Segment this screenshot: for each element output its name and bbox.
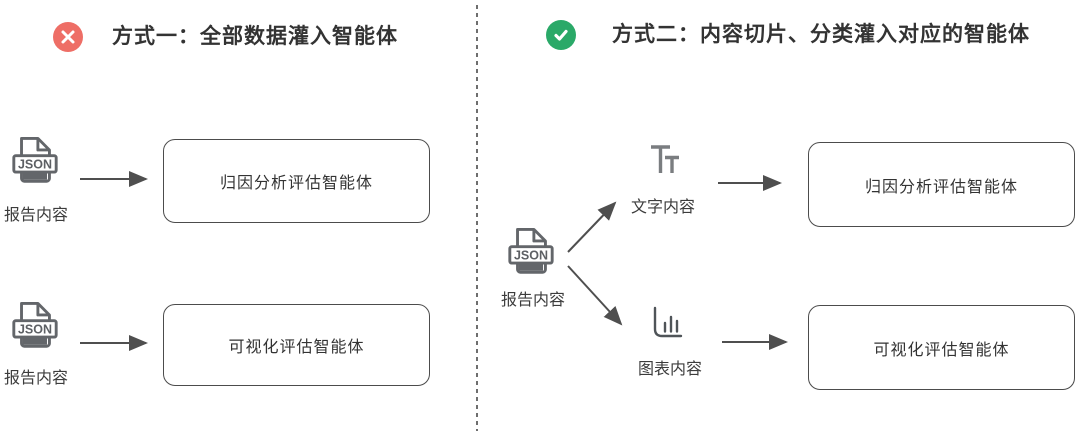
source-label: 报告内容	[3, 370, 68, 387]
text-content-icon	[651, 145, 679, 173]
branch-label-text: 文字内容	[630, 199, 695, 216]
vertical-dashed-divider	[476, 5, 478, 431]
cross-icon	[53, 22, 83, 52]
json-badge-text: JSON	[18, 157, 52, 171]
agent-box-visual-right: 可视化评估智能体	[808, 305, 1075, 390]
json-file-icon: JSON	[12, 136, 58, 183]
json-badge-text: JSON	[514, 248, 548, 262]
arrow-json-to-chart-branch	[567, 265, 623, 326]
branch-label-chart: 图表内容	[637, 361, 702, 378]
source-label: 报告内容	[3, 207, 68, 224]
agent-box-visual-left: 可视化评估智能体	[163, 304, 430, 386]
agent-box-attribution-right: 归因分析评估智能体	[808, 142, 1075, 227]
agent-box-attribution-left: 归因分析评估智能体	[163, 139, 430, 223]
check-icon	[546, 20, 576, 50]
chart-content-icon	[653, 306, 683, 338]
method-two-title: 方式二：内容切片、分类灌入对应的智能体	[612, 23, 1030, 46]
json-file-icon: JSON	[508, 227, 554, 274]
method-one-title: 方式一：全部数据灌入智能体	[112, 25, 398, 48]
json-badge-text: JSON	[18, 322, 52, 336]
source-label: 报告内容	[500, 292, 565, 309]
json-file-icon: JSON	[12, 301, 58, 348]
arrow-json-to-text-branch	[567, 201, 617, 253]
